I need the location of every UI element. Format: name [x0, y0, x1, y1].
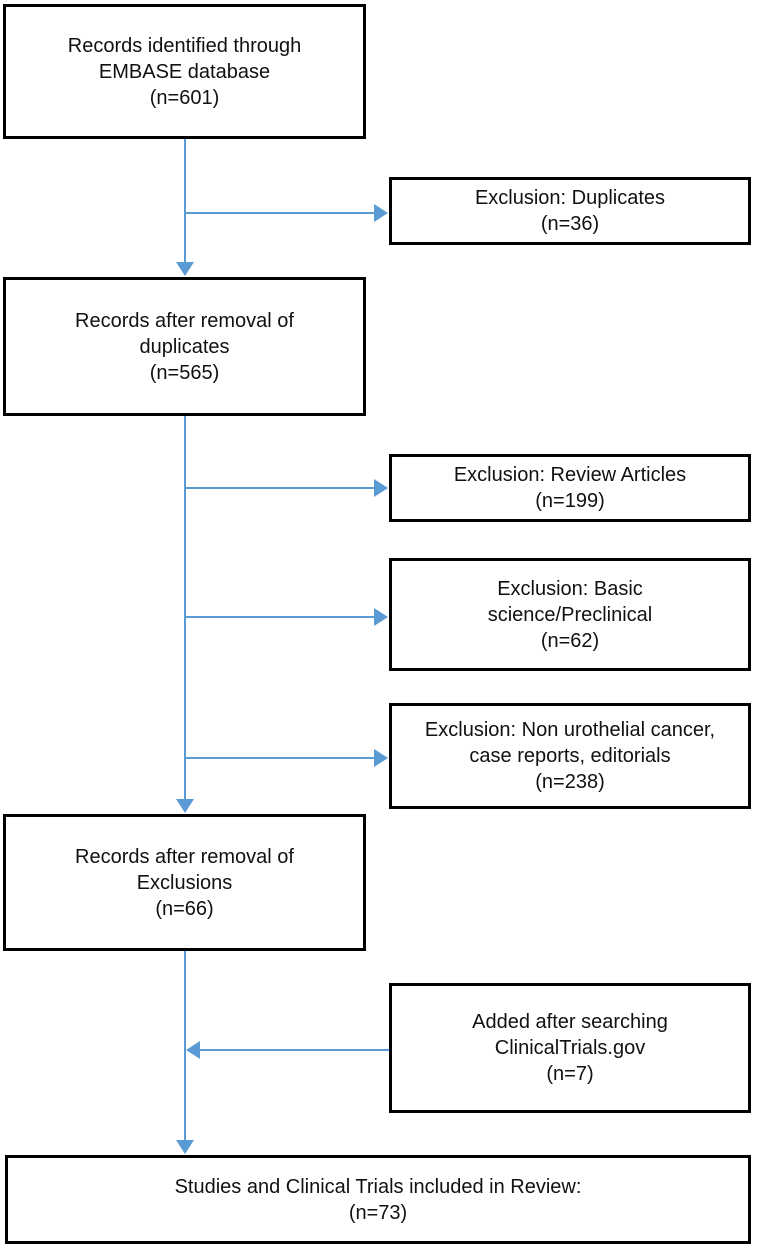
node-line: Added after searching — [472, 1011, 668, 1033]
arrowhead-basic — [374, 608, 388, 626]
node-line: case reports, editorials — [469, 745, 671, 767]
node-line: Exclusions — [136, 871, 233, 894]
node-line: (n=7) — [546, 1063, 594, 1085]
node-line: Records after removal of — [75, 309, 294, 332]
arrowhead-included — [176, 1140, 194, 1154]
node-line: (n=36) — [540, 213, 600, 235]
arrowhead-review — [374, 479, 388, 497]
node-line: Records after removal of — [75, 845, 294, 868]
node-exclusion-review-articles: Exclusion: Review Articles (n=199) — [389, 454, 751, 522]
node-line: Exclusion: Basic — [497, 577, 643, 600]
node-line: Exclusion: Duplicates — [474, 187, 666, 209]
arrowhead-merge — [186, 1041, 200, 1059]
node-line: (n=238) — [535, 771, 605, 793]
node-line: Exclusion: Review Articles — [453, 464, 687, 486]
node-exclusion-duplicates: Exclusion: Duplicates (n=36) — [389, 177, 751, 245]
node-line: EMBASE database — [98, 60, 271, 83]
arrowhead-nonuro — [374, 749, 388, 767]
node-line: Studies and Clinical Trials included in … — [174, 1175, 582, 1198]
node-records-identified: Records identified through EMBASE databa… — [3, 4, 366, 139]
node-line: Records identified through — [67, 34, 302, 57]
node-line: (n=199) — [535, 490, 605, 512]
node-added-clinicaltrials: Added after searching ClinicalTrials.gov… — [389, 983, 751, 1113]
node-line: science/Preclinical — [487, 603, 653, 626]
node-line: (n=601) — [149, 86, 220, 109]
node-line: (n=73) — [348, 1201, 408, 1224]
arrowhead-afterexcl — [176, 799, 194, 813]
node-line: ClinicalTrials.gov — [494, 1037, 646, 1059]
node-exclusion-basic-science: Exclusion: Basic science/Preclinical (n=… — [389, 558, 751, 671]
node-records-after-exclusions: Records after removal of Exclusions (n=6… — [3, 814, 366, 951]
node-line: duplicates — [139, 335, 230, 358]
node-line: Exclusion: Non urothelial cancer, — [424, 719, 716, 741]
node-studies-included: Studies and Clinical Trials included in … — [5, 1155, 751, 1244]
arrowhead-afterdup — [176, 262, 194, 276]
node-line: (n=66) — [155, 897, 214, 920]
node-exclusion-non-urothelial: Exclusion: Non urothelial cancer, case r… — [389, 703, 751, 809]
node-records-after-duplicates: Records after removal of duplicates (n=5… — [3, 277, 366, 416]
node-line: (n=565) — [149, 361, 220, 384]
arrowhead-duplicates — [374, 204, 388, 222]
node-line: (n=62) — [540, 629, 600, 652]
